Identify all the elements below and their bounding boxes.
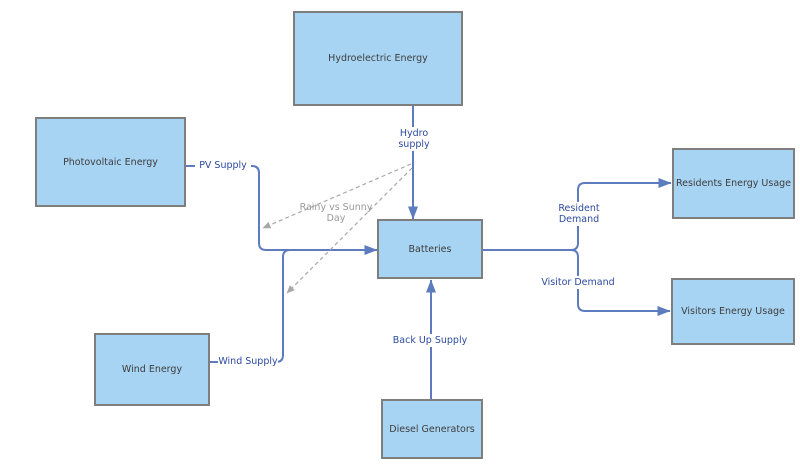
edge-resident-demand-line[interactable] (570, 178, 672, 251)
edge-label-backup-supply[interactable]: Back Up Supply (392, 334, 468, 347)
node-label: Hydroelectric Energy (328, 53, 428, 64)
edge-label-rainy-vs-sunny-day[interactable]: Rainy vs Sunny Day (299, 202, 373, 224)
node-label: Residents Energy Usage (675, 178, 792, 189)
edge-pv-supply-line[interactable] (186, 165, 378, 255)
node-batteries[interactable]: Batteries (377, 219, 483, 279)
node-photovoltaic-energy[interactable]: Photovoltaic Energy (35, 117, 186, 207)
node-diesel-generators[interactable]: Diesel Generators (381, 399, 483, 459)
edge-label-pv-supply[interactable]: PV Supply (195, 159, 251, 172)
node-visitors-energy-usage[interactable]: Visitors Energy Usage (671, 278, 795, 345)
node-label: Diesel Generators (389, 423, 475, 435)
node-label: Visitors Energy Usage (681, 306, 785, 317)
node-label: Photovoltaic Energy (63, 156, 158, 168)
edge-label-resident-demand[interactable]: Resident Demand (549, 202, 609, 226)
node-hydroelectric-energy[interactable]: Hydroelectric Energy (293, 11, 463, 106)
node-label: Wind Energy (121, 364, 183, 375)
edge-wind-supply-line[interactable] (210, 249, 291, 363)
edge-label-hydro-supply[interactable]: Hydro supply (384, 127, 444, 151)
node-wind-energy[interactable]: Wind Energy (94, 333, 210, 406)
edge-visitor-demand-line[interactable] (570, 249, 671, 316)
node-residents-energy-usage[interactable]: Residents Energy Usage (672, 148, 795, 219)
edge-label-visitor-demand[interactable]: Visitor Demand (539, 276, 617, 289)
edge-rainy-dashed-line-to-wind[interactable] (286, 167, 413, 294)
node-label: Batteries (408, 243, 452, 255)
edge-rainy-dashed-line-to-pv[interactable] (262, 163, 412, 229)
edge-label-wind-supply[interactable]: Wind Supply (218, 355, 278, 368)
